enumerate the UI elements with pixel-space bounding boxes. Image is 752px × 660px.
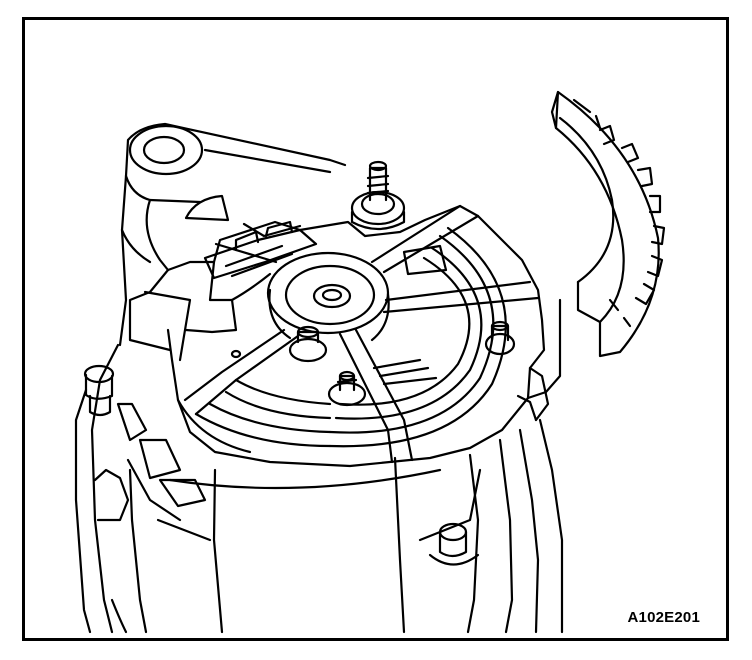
diagram-frame [22,17,729,641]
terminal-stud [350,160,406,231]
mounting-ear [120,122,347,272]
rear-cover-plate [128,204,546,468]
side-brackets [116,402,207,522]
rear-hub [266,251,390,342]
cover-screws [230,320,516,407]
cover-ribs [194,226,507,448]
housing-bolt-right [428,522,480,566]
housing-body [74,174,564,634]
housing-bolt-left [83,364,115,417]
figure-code: A102E201 [627,609,700,626]
cover-spokes [183,204,540,464]
housing-right-edge [516,366,550,422]
connector-block [203,220,318,280]
removed-insulator-ring [526,90,666,400]
